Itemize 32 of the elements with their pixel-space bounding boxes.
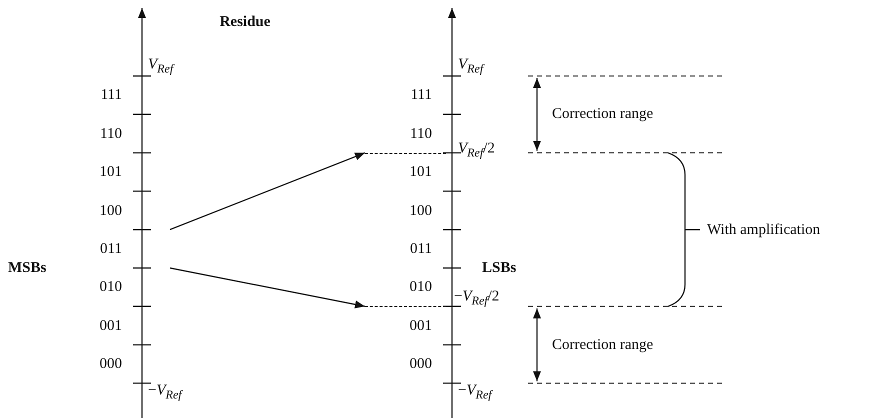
axis-label: With amplification xyxy=(707,222,820,238)
axis-label: 110 xyxy=(410,126,432,142)
axis-label: Correction range xyxy=(552,336,654,354)
axis-label: 110 xyxy=(100,126,122,142)
axis-label: −V$_{Ref}$ xyxy=(458,382,492,402)
axis-label: 111 xyxy=(410,86,432,104)
axis-label: 100 xyxy=(100,202,122,220)
axis-label: 011 xyxy=(410,240,432,258)
arrow xyxy=(170,152,366,230)
axis-label: −V$_{Ref}$ xyxy=(148,382,182,402)
arrow xyxy=(170,267,366,308)
axis-label: 000 xyxy=(100,356,122,372)
axis-label: 101 xyxy=(410,164,432,180)
axis-label: 010 xyxy=(410,278,432,296)
axis-label: 010 xyxy=(100,278,122,296)
axis-label: 111 xyxy=(100,86,122,104)
axis-label: 011 xyxy=(100,240,122,258)
axis-label: Correction range xyxy=(552,106,654,122)
axis-title: LSBs xyxy=(482,260,516,276)
axis-title: MSBs xyxy=(8,260,46,276)
axis-label: 101 xyxy=(100,164,122,180)
axis-label: V$_{Ref}$ xyxy=(148,56,174,76)
axis-label: 000 xyxy=(410,356,432,372)
dashed-level-line xyxy=(365,152,446,154)
heading: Residue xyxy=(220,14,270,30)
axis-label: V$_{Ref}$/2 xyxy=(458,140,495,160)
axis-label: 001 xyxy=(100,318,122,334)
axis-label: 001 xyxy=(410,318,432,334)
axis-label: V$_{Ref}$ xyxy=(458,56,484,76)
dashed-level-line xyxy=(365,306,446,308)
axis-label: −V$_{Ref}$/2 xyxy=(454,288,500,308)
axis-label: 100 xyxy=(410,202,432,220)
